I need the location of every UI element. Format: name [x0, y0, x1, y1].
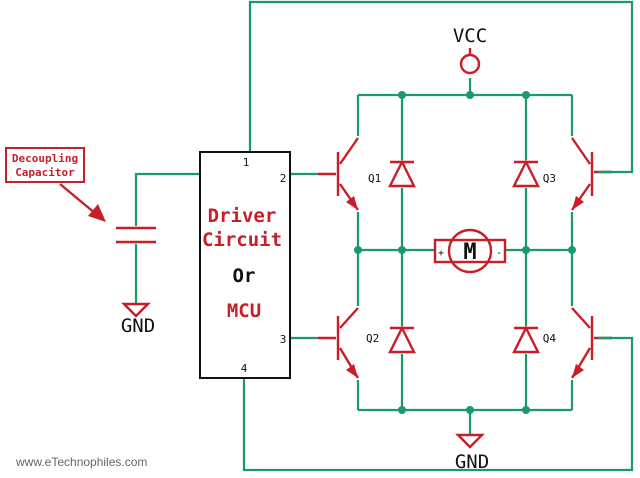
pin2-label: 2 [280, 172, 287, 185]
q2-label: Q2 [366, 332, 379, 345]
diode-d2 [388, 325, 416, 354]
decoupling-label-line2: Capacitor [15, 166, 75, 179]
transistor-q3 [571, 137, 612, 211]
vcc-label: VCC [453, 25, 487, 47]
motor-plus-label: + [438, 248, 444, 259]
transistor-q2 [318, 307, 360, 379]
gnd-bottom-label: GND [455, 451, 489, 473]
diode-d1 [388, 159, 416, 188]
transistor-q4 [570, 307, 612, 379]
gnd-bottom-symbol [455, 433, 485, 449]
q4-label: Q4 [543, 332, 557, 345]
wires [134, 0, 634, 472]
junctions [354, 91, 576, 414]
wire-pin1-q3 [248, 0, 634, 174]
website-watermark: www.eTechnophiles.com [15, 455, 147, 469]
vcc-terminal [459, 48, 481, 75]
gnd-left-label: GND [121, 315, 155, 337]
motor-minus-label: - [496, 248, 502, 259]
decoupling-arrow [59, 183, 106, 222]
wire-cap-top [134, 172, 200, 226]
decoupling-capacitor [116, 226, 156, 244]
wire-pin4-q4 [242, 336, 634, 472]
q3-label: Q3 [543, 172, 556, 185]
diode-d3 [512, 159, 540, 188]
driver-text-line4: MCU [227, 300, 261, 322]
driver-block [199, 151, 291, 379]
driver-text-line3: Or [233, 265, 256, 287]
decoupling-callout-box [5, 147, 85, 183]
diode-d4 [512, 325, 540, 354]
decoupling-label-line1: Decoupling [12, 152, 78, 165]
driver-text-line1: Driver [208, 205, 277, 227]
pin3-label: 3 [280, 333, 287, 346]
pin1-label: 1 [243, 156, 250, 169]
gnd-left-symbol [121, 302, 151, 318]
pin4-label: 4 [241, 362, 248, 375]
transistor-q1 [318, 137, 359, 211]
motor [433, 228, 507, 274]
motor-label: M [463, 240, 476, 265]
driver-text-line2: Circuit [202, 229, 282, 251]
q1-label: Q1 [368, 172, 381, 185]
